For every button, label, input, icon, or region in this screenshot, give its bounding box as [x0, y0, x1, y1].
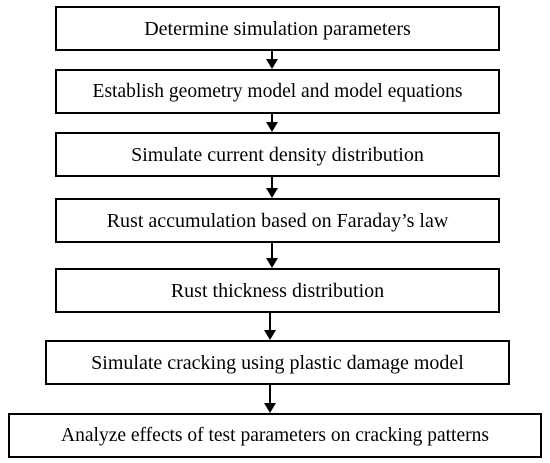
step-3-label: Simulate current density distribution — [131, 143, 424, 166]
step-rust-thickness-box: Rust thickness distribution — [55, 268, 500, 313]
step-7-label: Analyze effects of test parameters on cr… — [61, 424, 489, 446]
arrow-1-to-2 — [266, 51, 278, 69]
step-2-label: Establish geometry model and model equat… — [92, 80, 463, 102]
arrow-5-to-6 — [264, 313, 276, 340]
step-establish-geometry-box: Establish geometry model and model equat… — [55, 69, 500, 114]
step-5-label: Rust thickness distribution — [170, 279, 385, 302]
step-6-label: Simulate cracking using plastic damage m… — [91, 351, 464, 374]
step-4-label: Rust accumulation based on Faraday’s law — [106, 209, 449, 232]
step-simulate-current-density-box: Simulate current density distribution — [55, 132, 500, 177]
step-analyze-effects-box: Analyze effects of test parameters on cr… — [8, 413, 542, 458]
step-simulate-cracking-box: Simulate cracking using plastic damage m… — [45, 340, 510, 385]
arrow-2-to-3 — [266, 114, 278, 132]
step-rust-accumulation-box: Rust accumulation based on Faraday’s law — [55, 198, 500, 243]
arrow-3-to-4 — [266, 177, 278, 198]
arrow-6-to-7 — [264, 385, 276, 413]
arrow-4-to-5 — [266, 243, 278, 268]
step-1-label: Determine simulation parameters — [144, 17, 411, 40]
step-determine-parameters-box: Determine simulation parameters — [55, 6, 500, 51]
